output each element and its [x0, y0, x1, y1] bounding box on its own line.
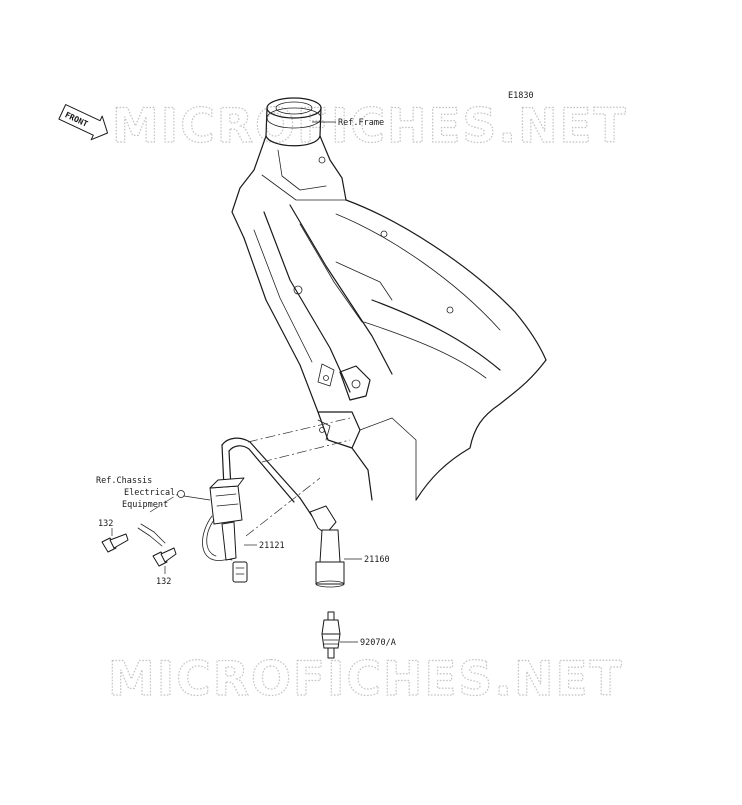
ref-frame-label: Ref.Frame	[338, 118, 384, 128]
part-92070a-label: 92070/A	[360, 638, 396, 648]
spark-plug-cap-drawing	[299, 497, 345, 588]
bolt-right-drawing	[152, 547, 177, 567]
ref-electrical-label: Electrical	[124, 488, 175, 498]
ref-chassis-label: Ref.Chassis	[96, 476, 152, 486]
part-21121-label: 21121	[259, 541, 285, 551]
spark-plug-drawing	[321, 611, 341, 659]
ignition-coil-drawing	[149, 417, 351, 583]
wire-clamp-drawing	[137, 523, 166, 547]
frame-drawing	[231, 97, 547, 501]
part-132-left-label: 132	[98, 519, 113, 529]
front-arrow-icon: FRONT	[58, 104, 109, 141]
watermark-bottom: MICROFICHES.NET	[108, 652, 624, 707]
part-21160-label: 21160	[364, 555, 390, 565]
diagram-code: E1830	[508, 91, 534, 101]
watermark-top: MICROFICHES.NET	[112, 99, 628, 154]
part-132-right-label: 132	[156, 577, 171, 587]
bolt-left-drawing	[101, 533, 129, 553]
ref-equipment-label: Equipment	[122, 500, 168, 510]
